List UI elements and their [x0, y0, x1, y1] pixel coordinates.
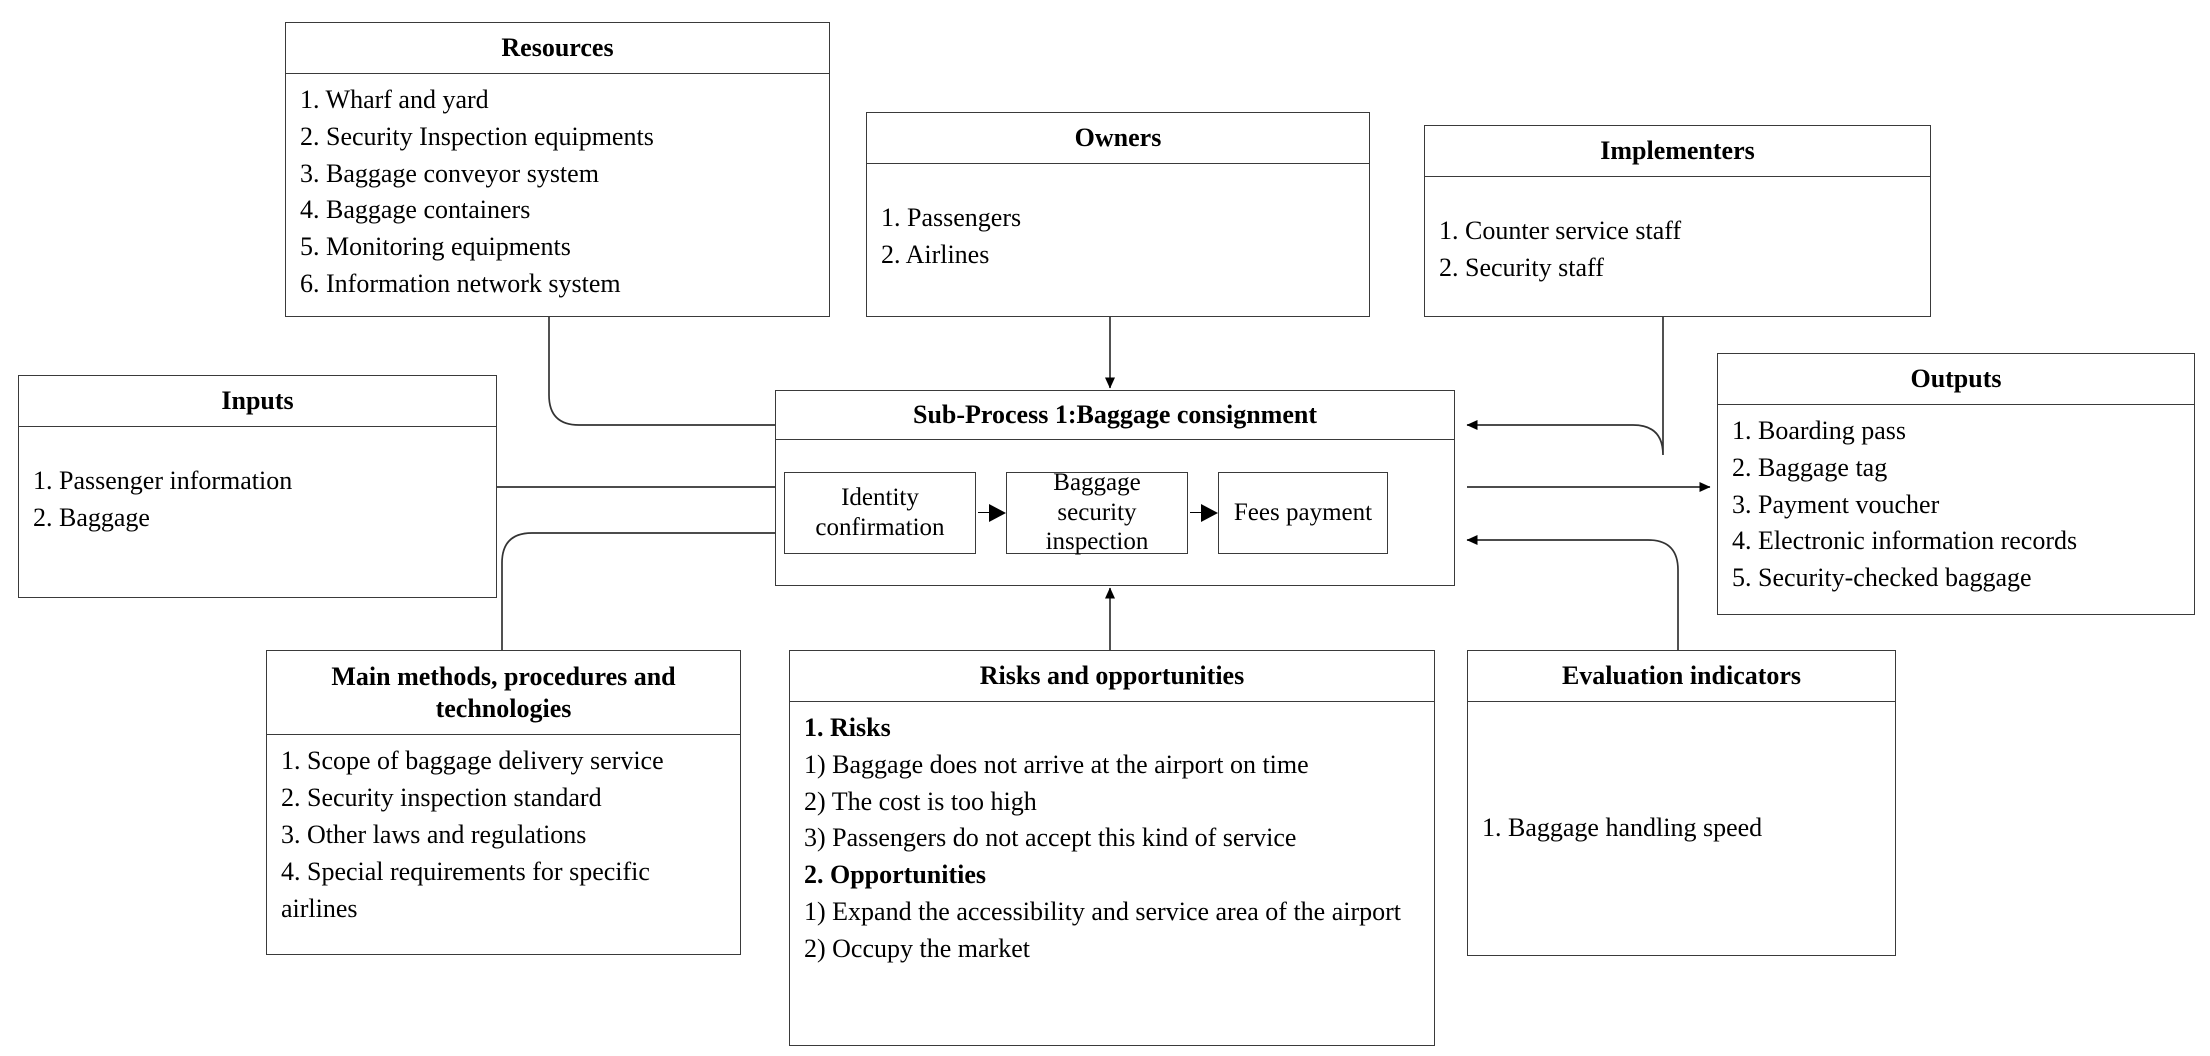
- inputs-list: 1. Passenger information 2. Baggage: [19, 427, 496, 597]
- outputs-box: Outputs 1. Boarding pass 2. Baggage tag …: [1717, 353, 2195, 615]
- subprocess-box: Sub-Process 1:Baggage consignment Identi…: [775, 390, 1455, 586]
- list-item: 2. Security inspection standard: [281, 783, 602, 813]
- risks-title: Risks and opportunities: [790, 651, 1434, 702]
- list-item: 5. Monitoring equipments: [300, 232, 571, 262]
- evaluation-title: Evaluation indicators: [1468, 651, 1895, 702]
- owners-list: 1. Passengers 2. Airlines: [867, 164, 1369, 316]
- wire-evaluation-to-subprocess: [1466, 535, 1679, 650]
- list-item: 1. Passengers: [881, 202, 1022, 232]
- list-item: 4. Baggage containers: [300, 195, 531, 225]
- resources-list: 1. Wharf and yard 2. Security Inspection…: [286, 74, 829, 316]
- list-item: 1. Counter service staff: [1439, 215, 1682, 245]
- list-item: 2. Baggage tag: [1732, 452, 1888, 482]
- list-item: 2) The cost is too high: [804, 786, 1037, 816]
- list-item: 1. Scope of baggage delivery service: [281, 746, 664, 776]
- list-item: 3. Payment voucher: [1732, 489, 1940, 519]
- step-identity-confirmation: Identity confirmation: [784, 471, 976, 554]
- subprocess-title: Sub-Process 1:Baggage consignment: [776, 391, 1454, 440]
- list-item: 5. Security-checked baggage: [1732, 563, 2032, 593]
- owners-title: Owners: [867, 113, 1369, 164]
- list-item: 2. Airlines: [881, 239, 990, 269]
- step-fees-payment: Fees payment: [1218, 471, 1388, 554]
- subprocess-steps: Identity confirmation Baggage security i…: [776, 440, 1454, 585]
- list-item: 1) Expand the accessibility and service …: [804, 897, 1402, 927]
- methods-list: 1. Scope of baggage delivery service 2. …: [267, 735, 740, 954]
- resources-title: Resources: [286, 23, 829, 74]
- implementers-box: Implementers 1. Counter service staff 2.…: [1424, 125, 1931, 317]
- list-item: 3. Baggage conveyor system: [300, 158, 599, 188]
- list-item: 1) Baggage does not arrive at the airpor…: [804, 749, 1309, 779]
- inputs-box: Inputs 1. Passenger information 2. Bagga…: [18, 375, 497, 598]
- evaluation-list: 1. Baggage handling speed: [1468, 702, 1895, 955]
- outputs-title: Outputs: [1718, 354, 2194, 405]
- step-baggage-security-inspection: Baggage security inspection: [1006, 469, 1188, 555]
- list-item: 3. Other laws and regulations: [281, 820, 587, 850]
- inputs-title: Inputs: [19, 376, 496, 427]
- implementers-title: Implementers: [1425, 126, 1930, 177]
- list-item: 2. Baggage: [33, 502, 150, 532]
- outputs-list: 1. Boarding pass 2. Baggage tag 3. Payme…: [1718, 405, 2194, 614]
- list-item: 1. Passenger information: [33, 465, 293, 495]
- wire-implementers-to-subprocess: [1466, 317, 1664, 456]
- list-item: 1. Wharf and yard: [300, 84, 489, 114]
- list-item: 2. Security staff: [1439, 252, 1604, 282]
- step-arrow-icon-1: [976, 503, 1006, 523]
- owners-box: Owners 1. Passengers 2. Airlines: [866, 112, 1370, 317]
- risks-list: 1. Risks 1) Baggage does not arrive at t…: [790, 702, 1434, 1045]
- methods-box: Main methods, procedures and technologie…: [266, 650, 741, 955]
- list-item: 6. Information network system: [300, 269, 621, 299]
- list-item: 1. Risks: [804, 712, 891, 742]
- list-item: 1. Boarding pass: [1732, 415, 1907, 445]
- list-item: 2. Security Inspection equipments: [300, 121, 654, 151]
- risks-box: Risks and opportunities 1. Risks 1) Bagg…: [789, 650, 1435, 1046]
- list-item: 4. Special requirements for specific air…: [281, 857, 650, 924]
- list-item: 4. Electronic information records: [1732, 526, 2078, 556]
- evaluation-box: Evaluation indicators 1. Baggage handlin…: [1467, 650, 1896, 956]
- list-item: 3) Passengers do not accept this kind of…: [804, 823, 1297, 853]
- list-item: 2) Occupy the market: [804, 934, 1030, 964]
- methods-title: Main methods, procedures and technologie…: [267, 651, 740, 736]
- list-item: 2. Opportunities: [804, 860, 987, 890]
- implementers-list: 1. Counter service staff 2. Security sta…: [1425, 177, 1930, 316]
- list-item: 1. Baggage handling speed: [1482, 812, 1763, 842]
- resources-box: Resources 1. Wharf and yard 2. Security …: [285, 22, 830, 317]
- step-arrow-icon-2: [1188, 503, 1218, 523]
